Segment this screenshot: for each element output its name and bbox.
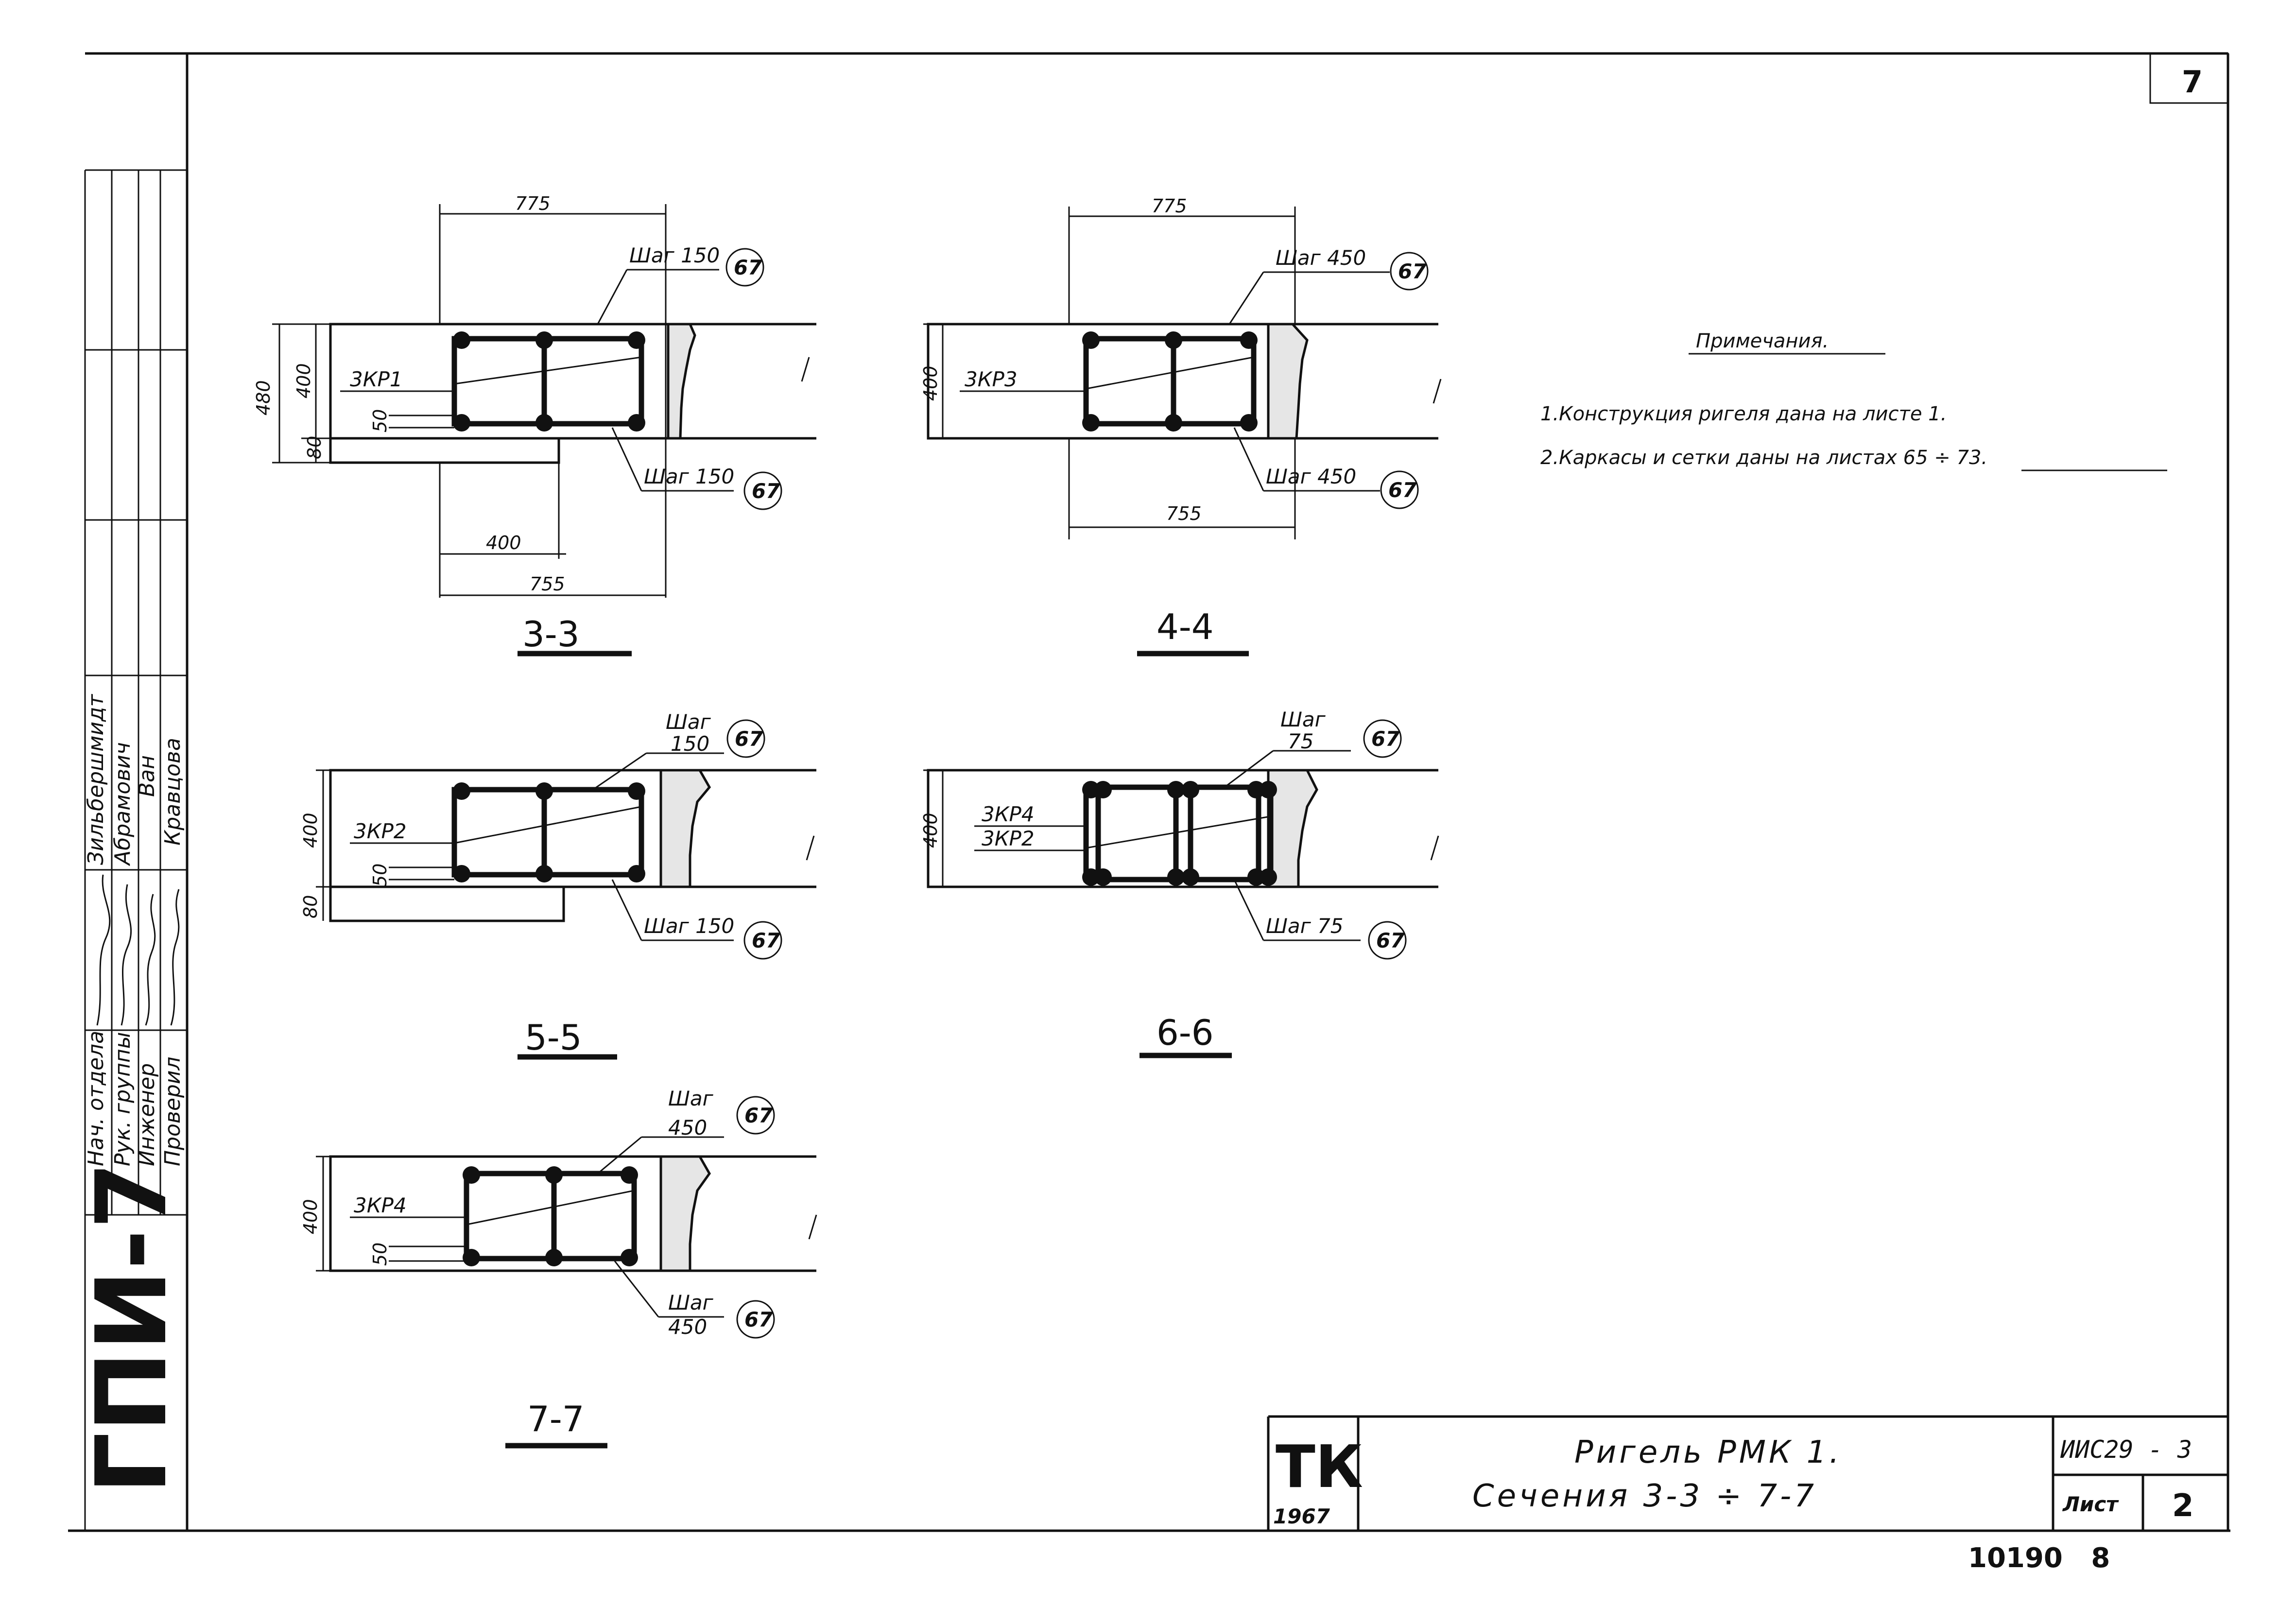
ref-3-3-top: 67 xyxy=(734,256,762,279)
sheet-label: Лист xyxy=(2062,1492,2119,1516)
dim-7-7-cover: 50 xyxy=(369,1243,391,1266)
dim-4-4-top: 775 xyxy=(1152,195,1187,217)
callout-6-6-bottom: Шаг 75 xyxy=(1266,914,1344,938)
ref-6-6-top: 67 xyxy=(1371,727,1400,751)
ref-3-3-bottom: 67 xyxy=(752,479,780,503)
ref-5-5-bottom: 67 xyxy=(752,929,780,952)
section-6-6: 400 3КР4 3КР2 Шаг 75 67 Шаг 75 67 6-6 xyxy=(920,708,1439,1058)
frame-label-6-6-a: 3КР4 xyxy=(982,802,1035,826)
section-title-6-6: 6-6 xyxy=(1157,1012,1214,1053)
dim-3-3-height-flange: 80 xyxy=(304,436,325,459)
frame-label-5-5: 3КР2 xyxy=(354,819,407,843)
note-1: 1.Конструкция ригеля дана на листе 1. xyxy=(1540,403,1947,425)
callout-6-6-top-a: Шаг xyxy=(1280,708,1326,731)
section-7-7: 400 50 3КР4 Шаг 450 67 Шаг 450 67 7-7 xyxy=(300,1087,817,1449)
dim-3-3-height-web: 400 xyxy=(293,363,314,398)
title-block: ТК 1967 Ригель РМК 1. Сечения 3-3 ÷ 7-7 … xyxy=(1267,1415,2228,1531)
ref-7-7-top: 67 xyxy=(744,1104,773,1127)
logo-letters: ТК xyxy=(1276,1434,1363,1501)
callout-5-5-top-b: 150 xyxy=(671,732,709,756)
name-engineer: Ван xyxy=(135,755,159,797)
drawing-code: ИИС29 - 3 xyxy=(2060,1435,2192,1464)
role-engineer: Инженер xyxy=(135,1063,159,1166)
ref-6-6-bottom: 67 xyxy=(1376,929,1405,952)
callout-5-5-top-a: Шаг xyxy=(666,710,711,734)
section-5-5: 400 80 50 3КР2 Шаг 150 67 Шаг 150 67 5-5 xyxy=(300,710,816,1060)
callout-3-3-bottom: Шаг 150 xyxy=(644,465,734,488)
callout-3-3-top: Шаг 150 xyxy=(629,243,720,267)
callout-6-6-top-b: 75 xyxy=(1288,729,1313,753)
role-head-of-dept: Нач. отдела xyxy=(84,1031,108,1166)
title-line-1: Ригель РМК 1. xyxy=(1574,1434,1842,1470)
dim-3-3-bottom: 755 xyxy=(530,573,565,595)
frame-label-7-7: 3КР4 xyxy=(354,1193,407,1217)
callout-7-7-bottom-a: Шаг xyxy=(668,1291,714,1314)
frame-label-4-4: 3КР3 xyxy=(965,367,1018,391)
footer-numbers: 10190 8 xyxy=(1968,1542,2110,1574)
frame-label-6-6-b: 3КР2 xyxy=(982,827,1035,850)
callout-5-5-bottom: Шаг 150 xyxy=(644,914,734,938)
dim-3-3-top: 775 xyxy=(515,193,551,214)
org-stamp: ГПИ-7 xyxy=(75,1162,189,1494)
dim-6-6-height: 400 xyxy=(920,812,941,848)
dim-5-5-height-web: 400 xyxy=(300,812,321,848)
dim-3-3-mid: 400 xyxy=(486,532,521,553)
role-checked-by: Проверил xyxy=(160,1056,185,1166)
dim-4-4-height: 400 xyxy=(920,365,941,401)
dim-4-4-bottom: 755 xyxy=(1166,503,1202,524)
section-title-5-5: 5-5 xyxy=(525,1017,582,1058)
section-3-3: 775 755 400 480 400 80 50 3КР1 Шаг 150 6… xyxy=(253,193,816,657)
notes: Примечания. 1.Конструкция ригеля дана на… xyxy=(1540,330,2167,471)
ref-7-7-bottom: 67 xyxy=(744,1308,773,1331)
callout-7-7-top-a: Шаг xyxy=(668,1087,714,1110)
logo-year: 1967 xyxy=(1273,1504,1330,1528)
title-line-2: Сечения 3-3 ÷ 7-7 xyxy=(1472,1478,1817,1514)
ref-4-4-bottom: 67 xyxy=(1388,478,1417,502)
dim-5-5-cover: 50 xyxy=(369,864,391,887)
name-group-lead: Абрамович xyxy=(110,742,135,866)
ref-5-5-top: 67 xyxy=(735,727,763,751)
callout-7-7-bottom-b: 450 xyxy=(668,1315,707,1339)
note-2: 2.Каркасы и сетки даны на листах 65 ÷ 73… xyxy=(1540,447,1987,469)
section-title-4-4: 4-4 xyxy=(1157,606,1214,647)
callout-7-7-top-b: 450 xyxy=(668,1116,707,1140)
name-checked-by: Кравцова xyxy=(160,738,185,846)
side-stamp: Нач. отдела Рук. группы Инженер Проверил… xyxy=(75,169,189,1531)
callout-4-4-bottom: Шаг 450 xyxy=(1266,465,1356,488)
name-head-of-dept: Зильбершмидт xyxy=(84,694,108,865)
sheet-corner-number: 7 xyxy=(2182,64,2203,100)
sheet-number: 2 xyxy=(2172,1488,2194,1524)
dim-7-7-height: 400 xyxy=(300,1199,321,1234)
section-title-7-7: 7-7 xyxy=(527,1399,585,1439)
section-title-3-3: 3-3 xyxy=(522,614,580,655)
section-4-4: 775 755 400 3КР3 Шаг 450 67 Шаг 450 67 4… xyxy=(920,195,1442,657)
signatures xyxy=(96,874,180,1026)
dim-3-3-cover: 50 xyxy=(369,409,391,432)
sheet-frame: 7 xyxy=(68,52,2230,1532)
role-group-lead: Рук. группы xyxy=(110,1032,135,1166)
callout-4-4-top: Шаг 450 xyxy=(1276,246,1366,270)
ref-4-4-top: 67 xyxy=(1398,259,1427,283)
notes-heading: Примечания. xyxy=(1696,330,1829,352)
frame-label-3-3: 3КР1 xyxy=(350,367,403,391)
dim-3-3-height-total: 480 xyxy=(253,380,274,415)
dim-5-5-height-flange: 80 xyxy=(300,895,321,918)
